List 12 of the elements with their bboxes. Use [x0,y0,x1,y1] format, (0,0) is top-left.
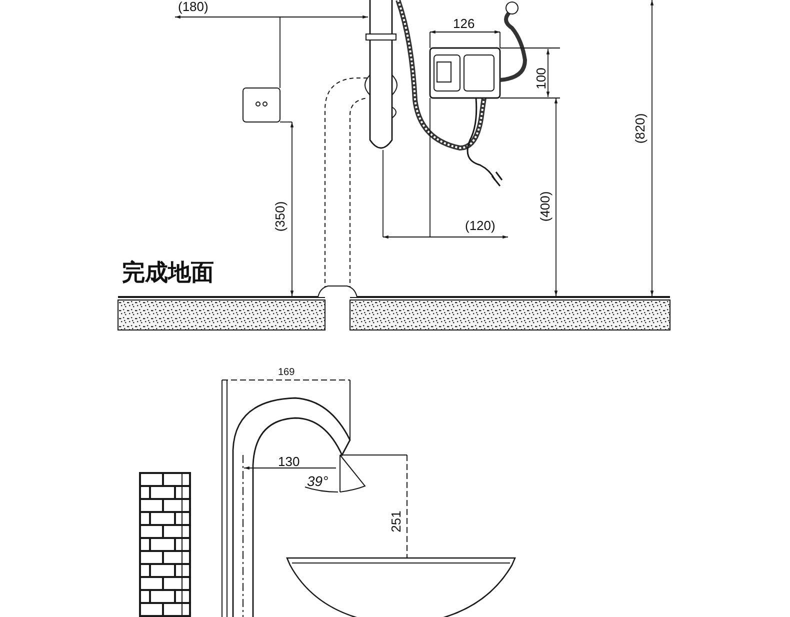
dimension-label: (120) [465,219,496,232]
angle-label: 39° [307,474,328,488]
dimension-label: 126 [453,17,475,30]
dimension-label: 130 [278,455,300,468]
dimension-label: 169 [278,368,295,378]
floor-level-label: 完成地面 [122,262,214,285]
dimension-label: (820) [634,113,647,144]
dimension-label: 100 [534,68,548,90]
dimension-label: 251 [389,510,402,532]
dimension-label: (180) [178,0,208,13]
dimension-label: (350) [274,201,287,232]
dimension-label: (400) [538,191,552,222]
